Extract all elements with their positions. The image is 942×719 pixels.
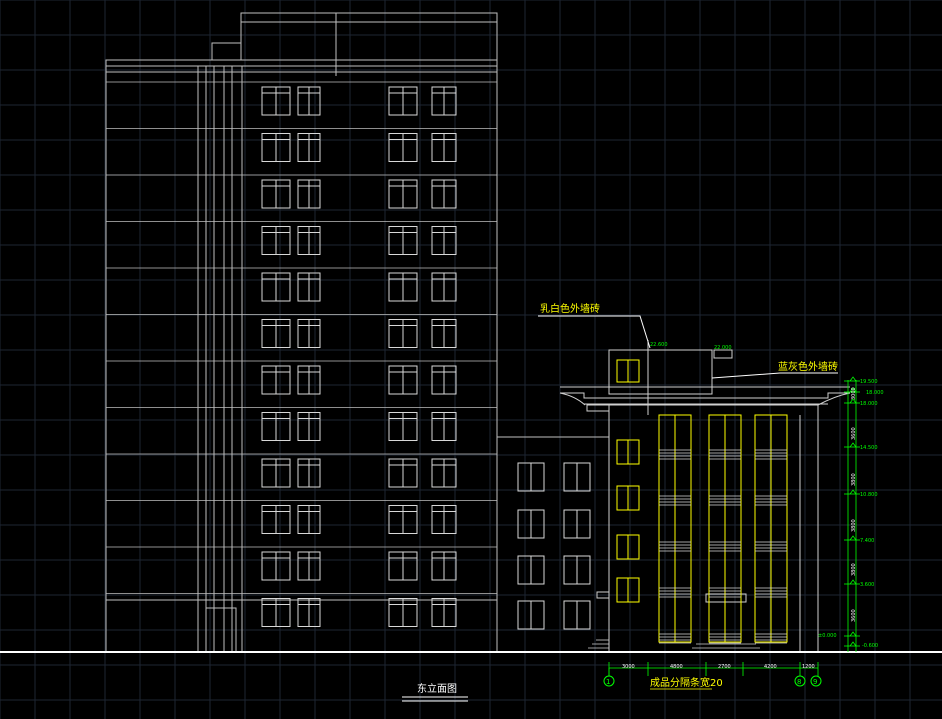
short-building-windows bbox=[616, 359, 788, 643]
elevation-floor4: 10.800 bbox=[860, 492, 878, 498]
elevation-floor5: 14.500 bbox=[860, 445, 878, 451]
axis-label-left: 1 bbox=[606, 678, 610, 686]
elevation-floor2: 3.600 bbox=[860, 582, 874, 588]
fire-note: 成品分隔条宽20 bbox=[650, 676, 723, 689]
vdim-3: 3800 bbox=[851, 519, 857, 532]
short-building-steps bbox=[588, 639, 760, 649]
dim-4: 4200 bbox=[764, 664, 777, 670]
elevation-base: -0.600 bbox=[862, 643, 878, 649]
dim-3: 2700 bbox=[718, 664, 731, 670]
leader-lines bbox=[538, 315, 838, 379]
dim-1: 3000 bbox=[622, 664, 635, 670]
elevation-floor3: 7.400 bbox=[860, 538, 874, 544]
bottom-dimension-line bbox=[608, 662, 819, 676]
tall-building-windows bbox=[261, 86, 457, 627]
axis-label-right-a: 8 bbox=[797, 678, 801, 686]
vdim-1: 3600 bbox=[851, 427, 857, 440]
short-building bbox=[559, 340, 851, 653]
material-gray-label: 蓝灰色外墙砖 bbox=[778, 360, 838, 373]
tall-building bbox=[105, 12, 498, 653]
dim-2: 4800 bbox=[670, 664, 683, 670]
tall-building-floor-lines bbox=[106, 81, 497, 594]
drawing-title: 东立面图 bbox=[417, 682, 457, 695]
vdim-2: 3800 bbox=[851, 473, 857, 486]
elevation-upper: 18.000 bbox=[860, 401, 878, 407]
elevation-roof-top: 22.600 bbox=[650, 342, 668, 348]
vdim-6: 3000 bbox=[851, 387, 857, 400]
elevation-ticks bbox=[844, 376, 860, 647]
axis-bubbles bbox=[603, 675, 822, 687]
elevation-markers bbox=[847, 380, 857, 652]
dim-5: 1200 bbox=[802, 664, 815, 670]
elevation-eave: 18.000 bbox=[866, 390, 884, 396]
window-band-hatch bbox=[659, 449, 787, 644]
vdim-4: 3800 bbox=[851, 563, 857, 576]
elevation-ground: ±0.000 bbox=[818, 633, 837, 639]
axis-label-right-b: 9 bbox=[813, 678, 817, 686]
elevation-roof-top2: 22.000 bbox=[714, 345, 732, 351]
vdim-5: 3600 bbox=[851, 609, 857, 622]
lower-wing bbox=[496, 436, 610, 653]
elevation-parapet: 19.500 bbox=[860, 379, 878, 385]
title-underline bbox=[402, 696, 468, 702]
lower-wing-windows bbox=[517, 462, 591, 630]
material-white-label: 乳白色外墙砖 bbox=[540, 302, 600, 315]
